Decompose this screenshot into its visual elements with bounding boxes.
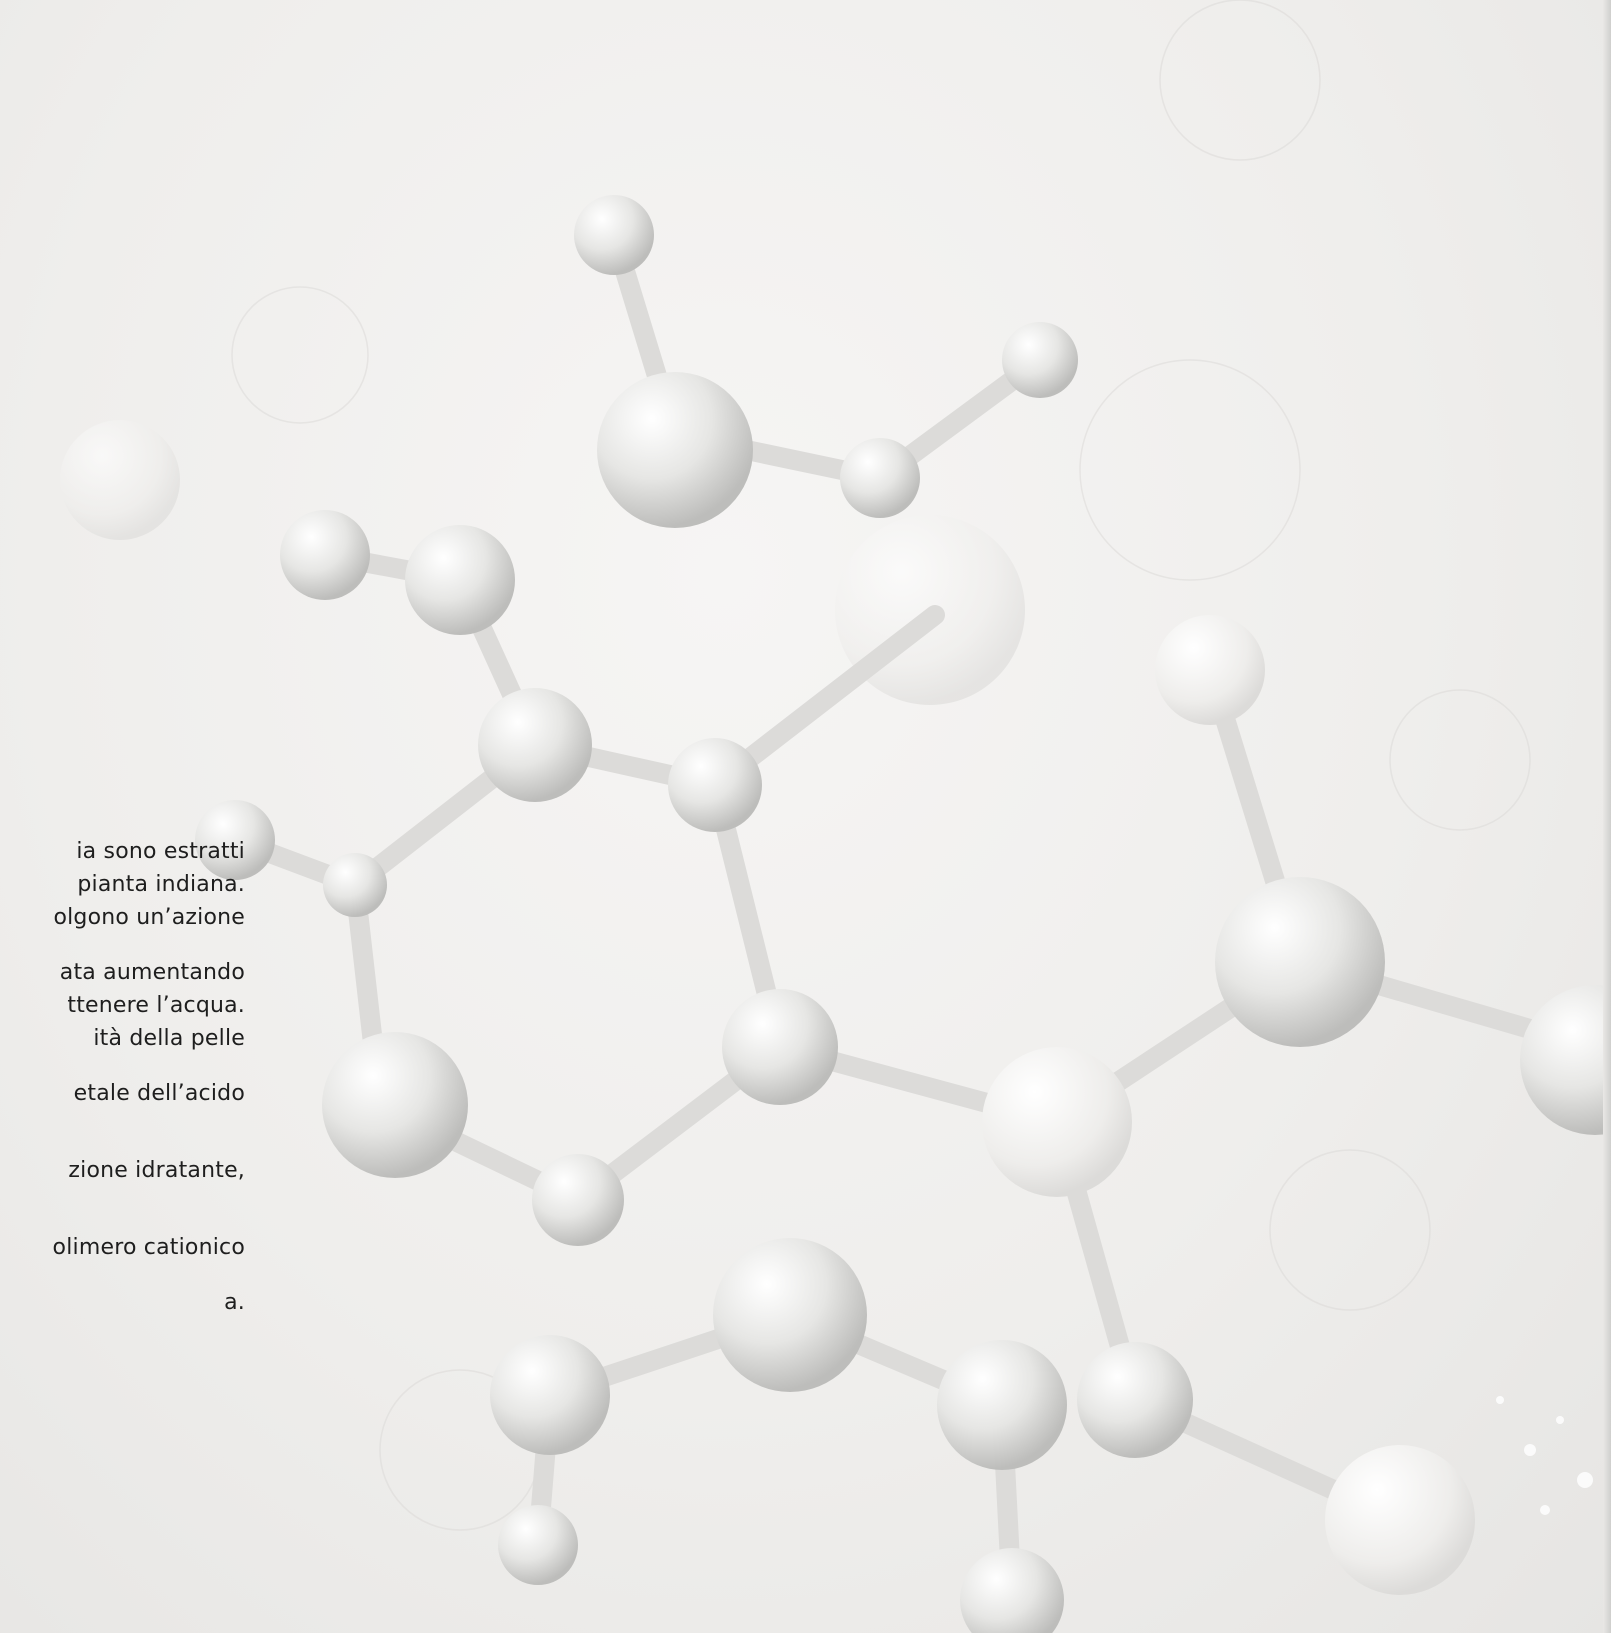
- text-line-2: pianta indiana.: [77, 872, 245, 897]
- text-line-1: ia sono estratti: [76, 839, 245, 864]
- product-description-text: ia sono estratti pianta indiana. olgono …: [0, 835, 245, 1319]
- text-line-5: ttenere l’acqua.: [67, 993, 245, 1018]
- text-line-10: a.: [224, 1290, 245, 1315]
- text-line-8: zione idratante,: [68, 1158, 245, 1183]
- text-line-3: olgono un’azione: [53, 905, 245, 930]
- page-edge: [1603, 0, 1611, 1633]
- text-line-6: ità della pelle: [93, 1026, 245, 1051]
- text-line-7: etale dell’acido: [73, 1081, 245, 1106]
- text-line-9: olimero cationico: [52, 1235, 245, 1260]
- text-line-4: ata aumentando: [59, 960, 245, 985]
